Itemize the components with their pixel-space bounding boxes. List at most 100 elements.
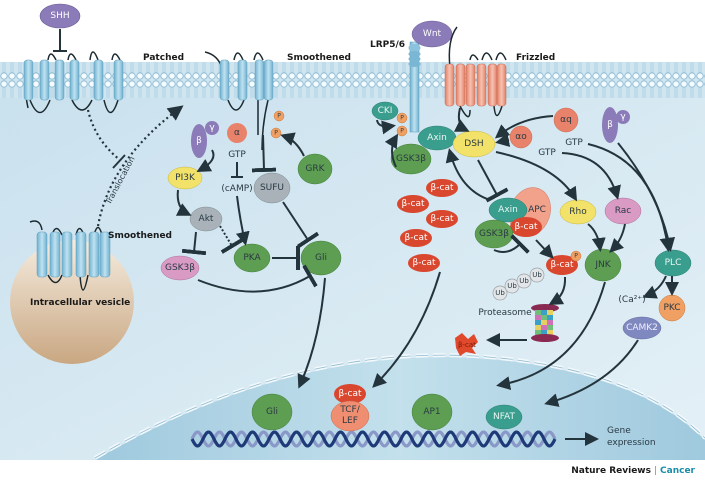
g-alpha-hh-label: α bbox=[234, 128, 240, 138]
dna-helix bbox=[190, 430, 557, 448]
journal-section: Cancer bbox=[660, 466, 695, 476]
wnt-node bbox=[411, 20, 453, 48]
gsk3b-hh-node bbox=[160, 255, 200, 281]
bcat-complex-node bbox=[510, 217, 542, 237]
bcat-phospho-node bbox=[546, 255, 578, 275]
akt-node bbox=[189, 206, 223, 232]
ubiquitin-chain: Ub Ub Ub Ub bbox=[492, 267, 545, 301]
galpha-q-to-dsh bbox=[494, 115, 554, 139]
rac-node bbox=[604, 197, 642, 225]
ub-2-label: Ub bbox=[507, 282, 517, 290]
gtp-wnt-1-label: GTP bbox=[565, 138, 583, 148]
tcf-lef-node bbox=[330, 400, 370, 432]
bcat-free-4-label: β-cat bbox=[405, 233, 428, 243]
calcium-label: (Ca²⁺) bbox=[618, 295, 645, 305]
grk-to-p bbox=[280, 132, 305, 157]
cki-to-p bbox=[376, 119, 396, 135]
dsh-to-rho bbox=[495, 151, 578, 202]
galpha-o-to-dsh bbox=[495, 133, 511, 147]
akt-label: Akt bbox=[199, 214, 214, 224]
dsh-node bbox=[452, 130, 496, 158]
gsk3b-to-p bbox=[384, 133, 399, 168]
pka-label: PKA bbox=[243, 253, 261, 263]
ap1-node bbox=[411, 393, 453, 431]
vesicle-label: Intracellular vesicle bbox=[30, 298, 130, 308]
lrp-label: LRP5/6 bbox=[370, 40, 405, 50]
complex-to-bcat-p bbox=[535, 239, 554, 259]
bcat-nuc-node bbox=[334, 384, 366, 404]
gsk3b-inhibits-gli bbox=[197, 264, 318, 293]
complex-inhibits-self bbox=[493, 234, 530, 254]
gli-cyto-label: Gli bbox=[315, 253, 327, 263]
bcat-free-3 bbox=[426, 210, 458, 228]
pkc-label: PKC bbox=[663, 303, 680, 313]
bcat-free-1 bbox=[426, 179, 458, 197]
frizzled-to-dsh bbox=[453, 107, 470, 132]
axin-complex-label: Axin bbox=[498, 205, 518, 215]
smoothened-vesicle-label: Smoothened bbox=[108, 231, 172, 241]
gli-to-nucleus bbox=[297, 277, 326, 389]
g-beta-hh-label: β bbox=[196, 136, 202, 146]
g-alpha-o-label: αo bbox=[515, 132, 527, 142]
bcat-free-4 bbox=[400, 229, 432, 247]
gene-expression-label-1: Gene bbox=[607, 426, 631, 436]
axin-top-label: Axin bbox=[427, 133, 447, 143]
dna-strand bbox=[190, 430, 557, 448]
gli-nuc-label: Gli bbox=[266, 407, 278, 417]
camk2-to-nfat bbox=[544, 339, 639, 407]
rho-label: Rho bbox=[569, 207, 587, 217]
bcat-free-3-label: β-cat bbox=[431, 214, 454, 224]
smoothened-receptor bbox=[204, 51, 274, 151]
nfat-node bbox=[485, 404, 523, 430]
bcat-free-1-label: β-cat bbox=[431, 183, 454, 193]
wnt-label: Wnt bbox=[423, 29, 442, 39]
gbg-to-plc bbox=[617, 142, 676, 252]
camk2-node bbox=[622, 316, 662, 340]
ap1-label: AP1 bbox=[423, 407, 440, 417]
rho-to-jnk bbox=[587, 223, 606, 252]
degraded-beta-catenin: β-cat bbox=[455, 333, 478, 356]
phospho-3-label: P bbox=[400, 115, 404, 122]
bcat-complex-label: β-cat bbox=[515, 222, 538, 232]
gene-expression-label-2: expression bbox=[607, 438, 656, 448]
bcat-to-nucleus bbox=[372, 271, 441, 388]
g-alpha-q-label: αq bbox=[560, 115, 572, 125]
sufu-node bbox=[253, 172, 291, 204]
complex-to-axin bbox=[445, 148, 491, 201]
patched-receptor bbox=[23, 51, 124, 114]
akt-inhibits-gsk3b bbox=[181, 231, 207, 256]
gsk3b-hh-label: GSK3β bbox=[165, 263, 195, 273]
frizzled-receptor bbox=[444, 26, 507, 118]
patched-label: Patched bbox=[143, 53, 184, 63]
rac-to-jnk bbox=[609, 223, 626, 253]
g-beta-wnt bbox=[602, 107, 618, 143]
ub-4-label: Ub bbox=[532, 271, 542, 279]
gsk3b-complex-label: GSK3β bbox=[479, 229, 509, 239]
sufu-label: SUFU bbox=[260, 183, 284, 193]
smoothened-membrane-label: Smoothened bbox=[287, 53, 351, 63]
lrp-receptor bbox=[408, 41, 421, 133]
smo-inhibits-sufu bbox=[251, 134, 277, 173]
plc-label: PLC bbox=[665, 258, 682, 268]
g-gamma-hh bbox=[205, 121, 219, 135]
gsk3b-top-node bbox=[390, 143, 432, 175]
gli-nuc-node bbox=[251, 393, 293, 431]
pi3k-to-akt bbox=[175, 189, 192, 216]
gtp-to-plc bbox=[587, 143, 674, 252]
ub-1-label: Ub bbox=[495, 289, 505, 297]
gtp-wnt-2-label: GTP bbox=[538, 148, 556, 158]
sufu-inhibits-gli bbox=[282, 201, 320, 249]
bcat-p-to-proteasome bbox=[548, 276, 567, 305]
apc-label: APC bbox=[528, 205, 546, 215]
frizzled-label: Frizzled bbox=[516, 53, 555, 63]
cki-label: CKI bbox=[378, 106, 393, 116]
patched-inhibits-translocation bbox=[86, 109, 121, 161]
jnk-to-ap1 bbox=[496, 281, 606, 391]
bcat-free-2-label: β-cat bbox=[402, 199, 425, 209]
nfat-label: NFAT bbox=[493, 412, 516, 422]
plc-to-calcium bbox=[642, 275, 667, 299]
bcat-phospho-label: β-cat bbox=[551, 260, 574, 270]
bcat-nuc-label: β-cat bbox=[339, 389, 362, 399]
pi3k-label: PI3K bbox=[175, 173, 196, 183]
